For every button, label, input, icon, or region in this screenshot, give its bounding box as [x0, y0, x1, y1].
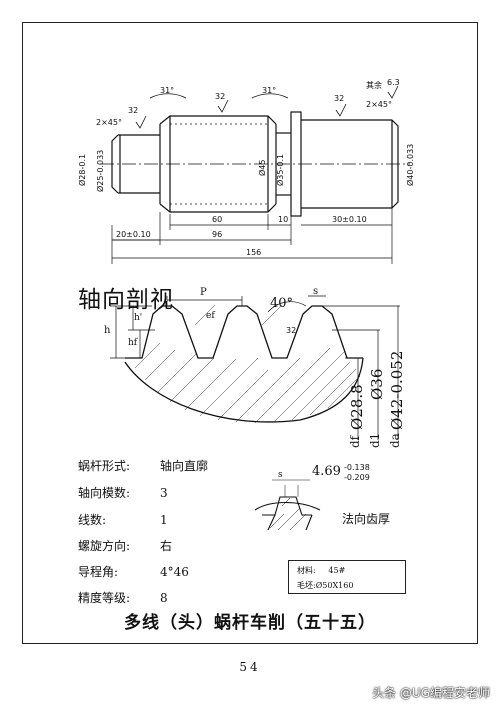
- h-prime-label: h': [134, 313, 143, 323]
- roughness-label: 32: [128, 106, 139, 115]
- chamfer-left-label: 2×45°: [96, 118, 122, 127]
- angle-label: 31°: [160, 86, 175, 95]
- d1-label: d1: [368, 432, 382, 448]
- h-label: h: [104, 325, 111, 336]
- dia-40-label: Ø40-0.033: [406, 143, 415, 186]
- material-row: 材料: 45#: [297, 566, 346, 575]
- blank-row: 毛坯:Ø50X160: [297, 581, 354, 590]
- angle-label: 31°: [262, 86, 277, 95]
- spec-row: 螺旋方向:右: [78, 539, 173, 553]
- pitch-label: P: [200, 287, 207, 298]
- spec-row: 蜗杆形式:轴向直廓: [78, 459, 209, 473]
- page-number: 54: [239, 660, 261, 674]
- ef-label: ef: [206, 311, 215, 321]
- len-156-label: 156: [246, 248, 262, 257]
- d-42-label: Ø42-0.052: [388, 350, 406, 430]
- section-title: 轴向剖视: [78, 287, 174, 313]
- normal-thickness-label: 法向齿厚: [342, 512, 391, 526]
- roughness-other-label: 6.3: [387, 78, 400, 87]
- spec-row: 轴向模数:3: [78, 486, 168, 500]
- len-96-label: 96: [212, 230, 223, 239]
- spec-row: 精度等级:8: [78, 591, 168, 605]
- d-28-label: Ø28.8: [348, 384, 366, 430]
- roughness-label: 32: [334, 94, 345, 103]
- normal-s-label: s: [278, 470, 283, 480]
- df-label: df: [348, 435, 362, 448]
- normal-thickness-dim: 4.69: [312, 464, 341, 479]
- d-36-label: Ø36: [368, 368, 386, 400]
- roughness-other-text: 其余: [366, 81, 382, 90]
- dia-25-label: Ø25-0.033: [96, 149, 105, 192]
- dia-35-label: Ø35-0.1: [276, 153, 285, 186]
- tolerance-lower: -0.209: [344, 473, 370, 482]
- drawing-frame: [22, 22, 478, 644]
- roughness-label: 32: [286, 326, 297, 335]
- len-60-label: 60: [212, 215, 223, 224]
- angle-40-label: 40°: [270, 296, 294, 311]
- material-box: 材料: 45# 毛坯:Ø50X160: [288, 560, 406, 594]
- tolerance-upper: -0.138: [344, 463, 370, 472]
- len-30-label: 30±0.10: [332, 215, 367, 224]
- s-label: s: [313, 286, 319, 297]
- spec-row: 线数:1: [78, 513, 168, 527]
- dia-28-label: Ø28-0.1: [78, 153, 87, 186]
- page-title: 多线（头）蜗杆车削（五十五）: [124, 613, 376, 633]
- hf-label: hf: [128, 338, 138, 348]
- dia-45-label: Ø45: [258, 159, 267, 176]
- roughness-label: 32: [215, 92, 226, 101]
- watermark: 头条 @UG编程安老师: [372, 686, 490, 700]
- spec-row: 导程角:4°46: [78, 565, 189, 579]
- len-10-label: 10: [278, 215, 289, 224]
- len-20-label: 20±0.10: [116, 230, 151, 239]
- da-label: da: [388, 433, 402, 448]
- chamfer-right-label: 2×45°: [366, 100, 392, 109]
